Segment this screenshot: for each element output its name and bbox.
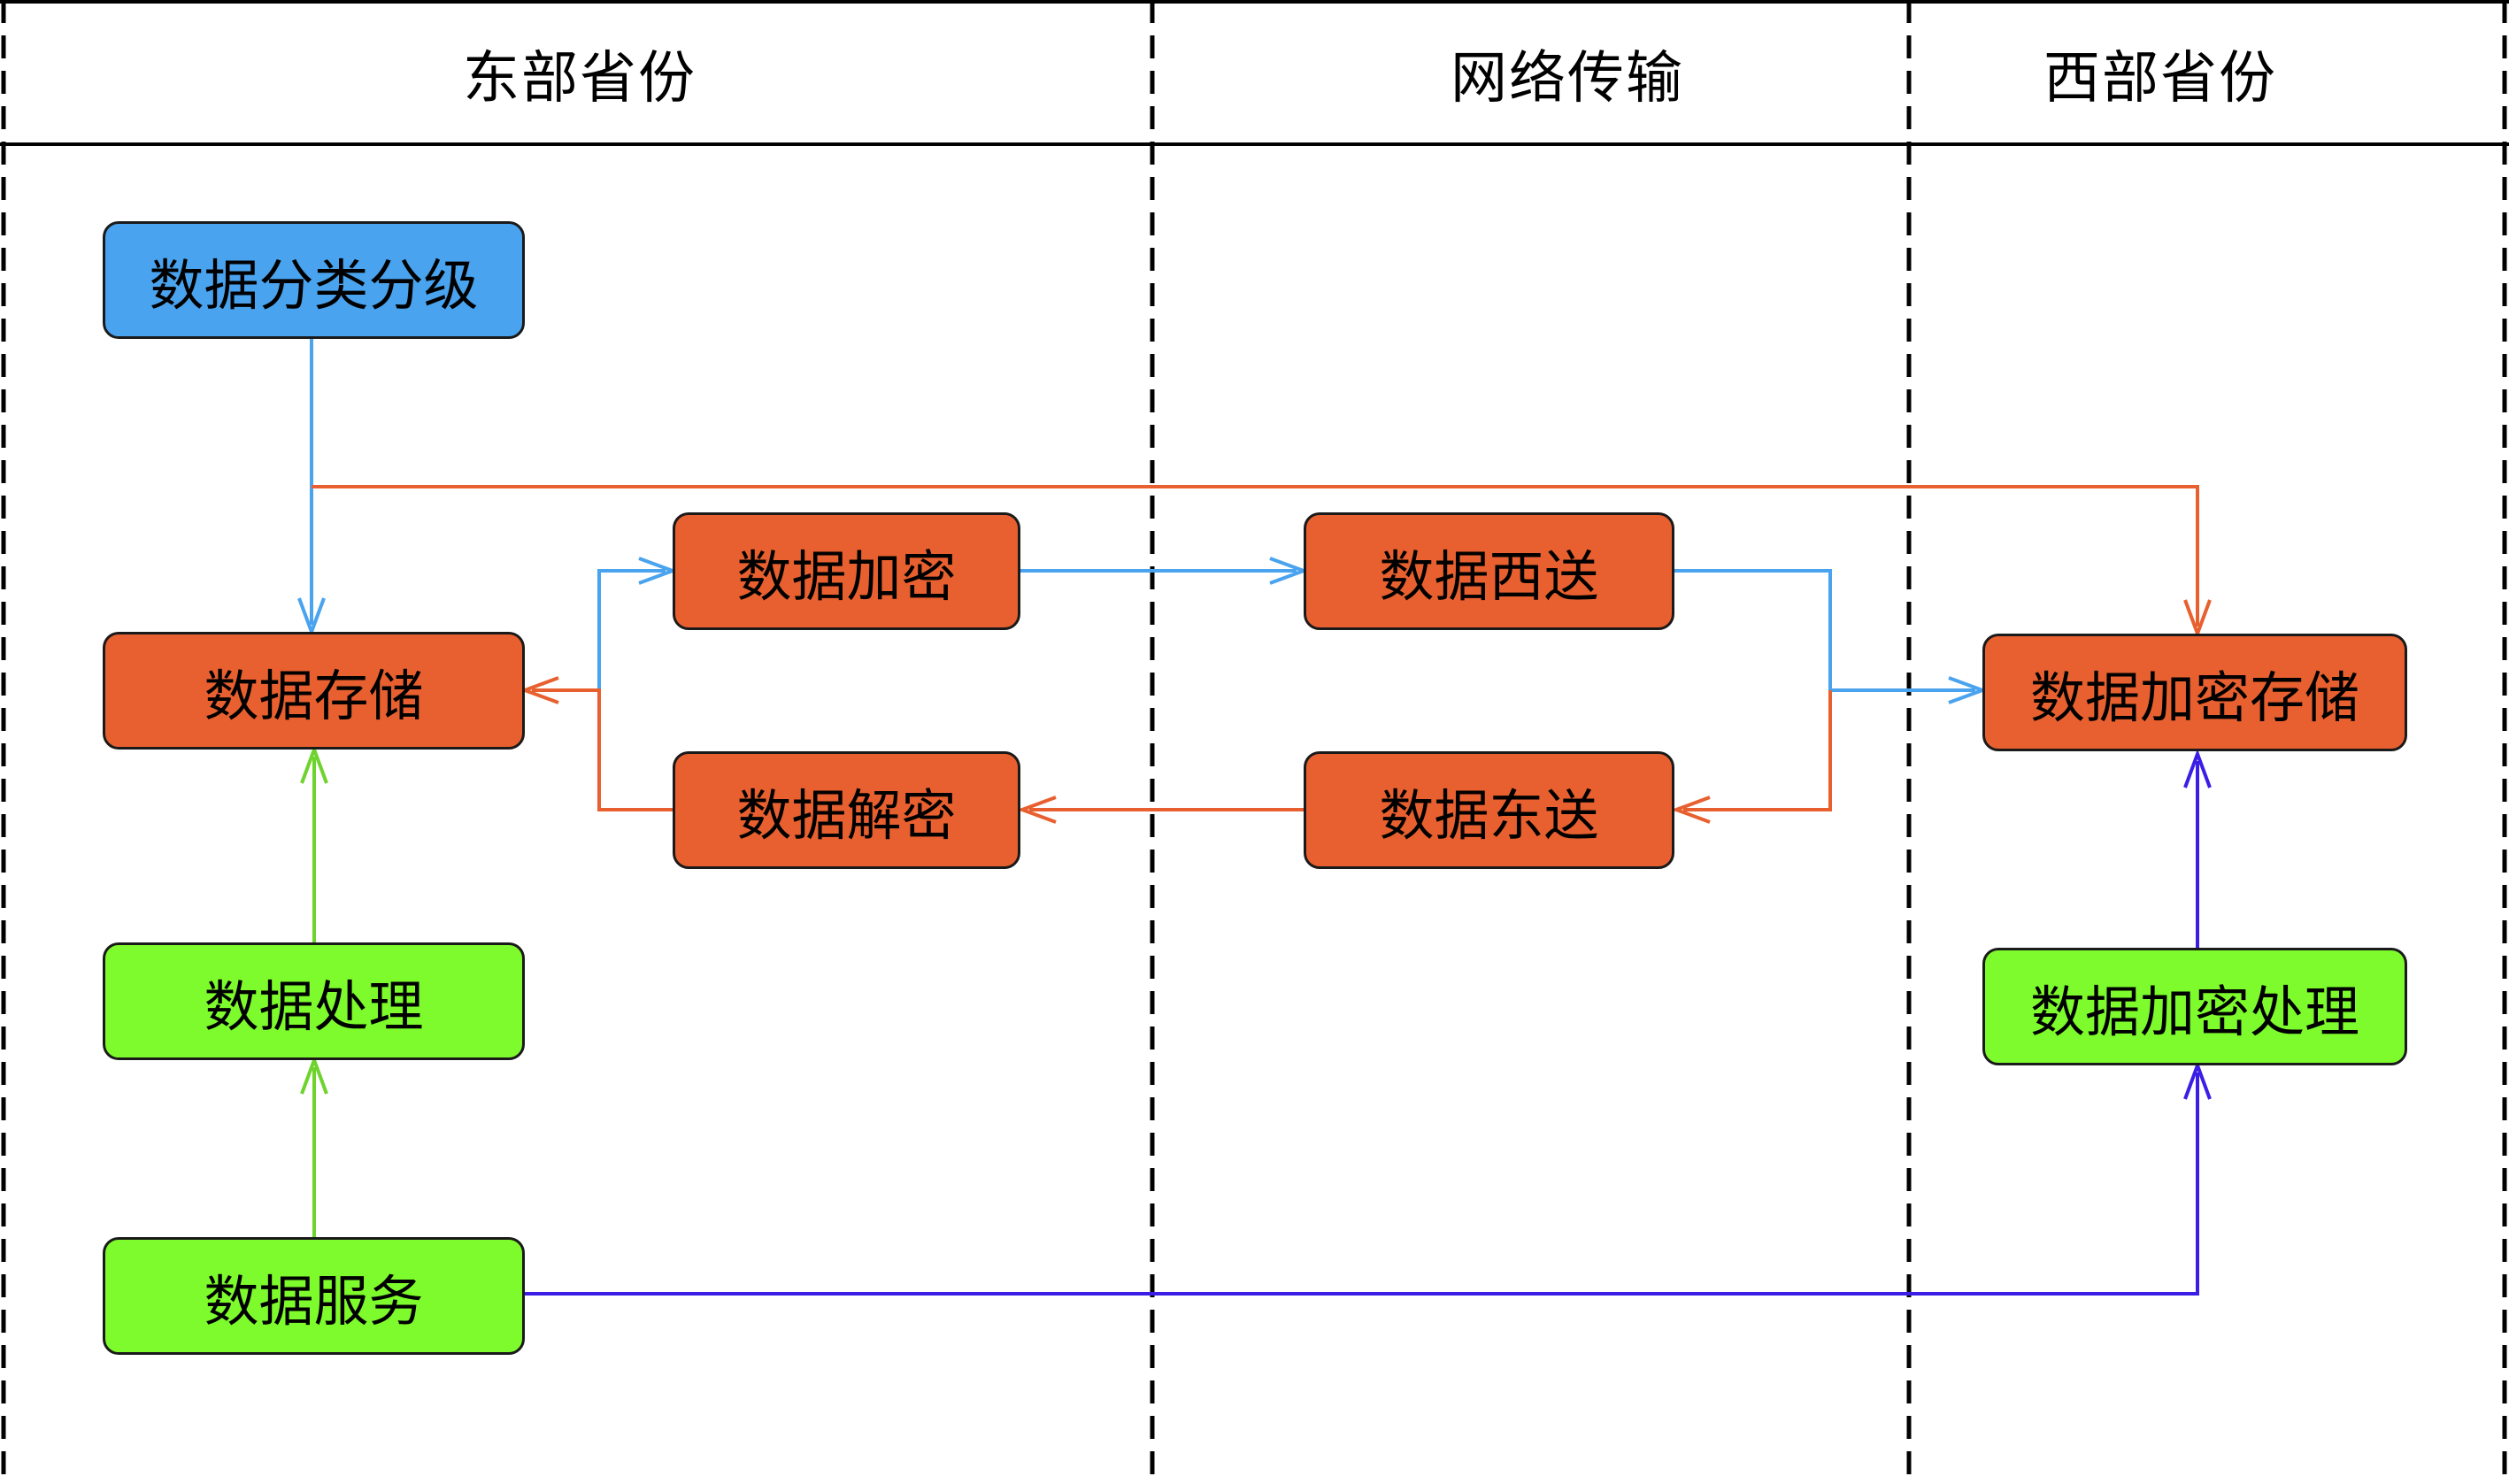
node-send-west-label: 数据西送 xyxy=(1379,543,1599,609)
lane-header-east: 东部省份 xyxy=(463,45,697,111)
edge-service-to-encrypted-process xyxy=(524,1073,2199,1296)
node-send-east-label: 数据东送 xyxy=(1379,782,1599,848)
node-send-west: 数据西送 xyxy=(1304,512,1674,630)
node-decrypt-label: 数据解密 xyxy=(736,782,957,848)
node-process: 数据处理 xyxy=(103,942,525,1060)
arrowhead-decrypt-to-storage xyxy=(520,676,559,704)
edge-decrypt-to-storage xyxy=(532,688,674,811)
arrowhead-service-to-process xyxy=(300,1055,328,1095)
arrowhead-process-to-storage xyxy=(300,744,328,784)
edge-classify-to-encrypted-storage xyxy=(312,485,2199,627)
node-storage: 数据存储 xyxy=(103,632,525,750)
edge-encrypted-storage-to-send-east xyxy=(1683,690,1832,811)
node-send-east: 数据东送 xyxy=(1304,751,1674,869)
arrowhead-encrypted-storage-to-send-east xyxy=(1671,796,1711,824)
arrowhead-send-east-to-decrypt xyxy=(1017,796,1057,824)
node-encrypted-storage-label: 数据加密存储 xyxy=(2029,665,2359,730)
node-encrypted-process-label: 数据加密处理 xyxy=(2029,979,2359,1044)
node-classify-label: 数据分类分级 xyxy=(149,252,479,318)
node-service-label: 数据服务 xyxy=(204,1268,424,1334)
node-process-label: 数据处理 xyxy=(204,973,424,1039)
lane-header-network: 网络传输 xyxy=(1451,45,1684,111)
edge-storage-to-encrypt xyxy=(597,569,666,690)
node-encrypt: 数据加密 xyxy=(673,512,1020,630)
lane-header-west: 西部省份 xyxy=(2043,45,2277,111)
node-classify: 数据分类分级 xyxy=(103,221,525,339)
node-encrypted-process: 数据加密处理 xyxy=(1982,948,2407,1065)
node-storage-label: 数据存储 xyxy=(204,663,424,728)
node-decrypt: 数据解密 xyxy=(673,751,1020,869)
node-encrypt-label: 数据加密 xyxy=(736,543,957,609)
edge-send-west-to-encrypted-storage xyxy=(1674,569,1975,692)
arrowhead-service-to-encrypted-process xyxy=(2183,1060,2212,1100)
node-service: 数据服务 xyxy=(103,1237,525,1355)
node-encrypted-storage: 数据加密存储 xyxy=(1982,634,2407,751)
arrowhead-encrypted-process-to-encrypted-storage xyxy=(2183,749,2212,788)
